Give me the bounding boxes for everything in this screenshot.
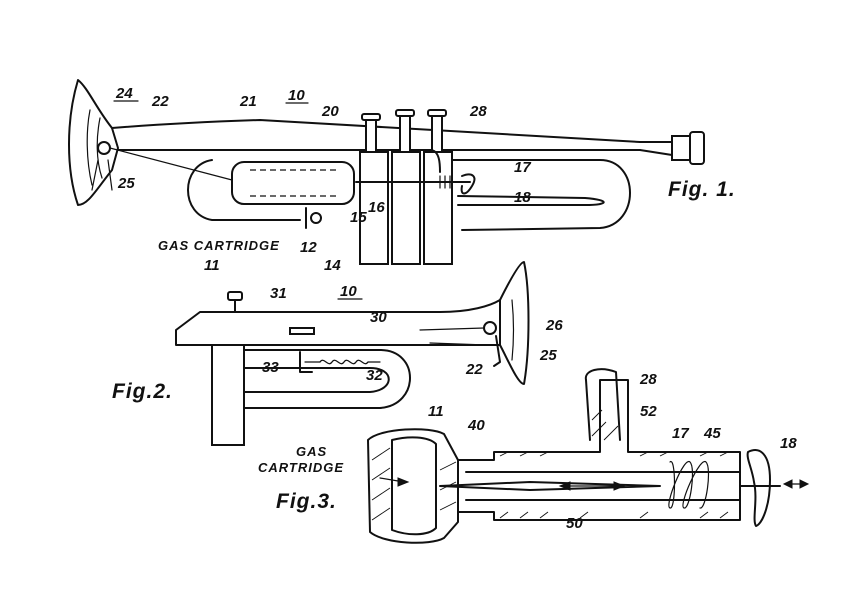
fig3-gas-label-line2: CARTRIDGE: [258, 460, 344, 475]
fig2-ref-22: 22: [465, 361, 483, 378]
fig3-section-drawing: [367, 368, 810, 544]
fig1-ref-17: 17: [514, 159, 531, 176]
fig3-ref-11: 11: [428, 403, 444, 420]
fig1-ref-16: 16: [368, 199, 385, 216]
fig2-ref-10: 10: [340, 283, 357, 300]
fig1-ref-22: 22: [151, 93, 169, 110]
fig1-ref-20: 20: [321, 103, 339, 120]
fig1-ref-12: 12: [300, 239, 317, 256]
fig2-ref-31: 31: [270, 285, 287, 302]
fig3-ref-40: 40: [467, 417, 485, 434]
fig3-caption: Fig.3.: [276, 490, 337, 513]
fig1-ref-28: 28: [469, 103, 487, 120]
fig1-trumpet-drawing: [68, 79, 705, 265]
fig1-ref-14: 14: [324, 257, 341, 274]
fig2-ref-25: 25: [539, 347, 557, 364]
fig3-ref-50: 50: [566, 515, 583, 532]
fig1-ref-15: 15: [350, 209, 367, 226]
fig1-gas-cartridge-label: GAS CARTRIDGE: [158, 238, 280, 253]
fig3-gas-label-line1: GAS: [296, 444, 327, 459]
fig3-ref-52: 52: [640, 403, 657, 420]
fig3-ref-18: 18: [780, 435, 797, 452]
fig2-ref-32: 32: [366, 367, 383, 384]
fig2-ref-30: 30: [370, 309, 387, 326]
fig3-ref-28: 28: [639, 371, 657, 388]
fig1-caption: Fig. 1.: [668, 178, 736, 201]
fig1-ref-25: 25: [117, 175, 135, 192]
fig2-ref-26: 26: [545, 317, 563, 334]
fig2-ref-33: 33: [262, 359, 279, 376]
fig2-caption: Fig.2.: [112, 380, 173, 403]
fig1-gas-cartridge-ref: 11: [204, 257, 220, 274]
fig3-ref-45: 45: [703, 425, 721, 442]
fig1-ref-21: 21: [239, 93, 257, 110]
fig2-trumpet-drawing: [175, 261, 530, 446]
fig3-ref-17: 17: [672, 425, 689, 442]
fig1-ref-24: 24: [115, 85, 133, 102]
fig1-ref-10: 10: [288, 87, 305, 104]
fig1-ref-18: 18: [514, 189, 531, 206]
